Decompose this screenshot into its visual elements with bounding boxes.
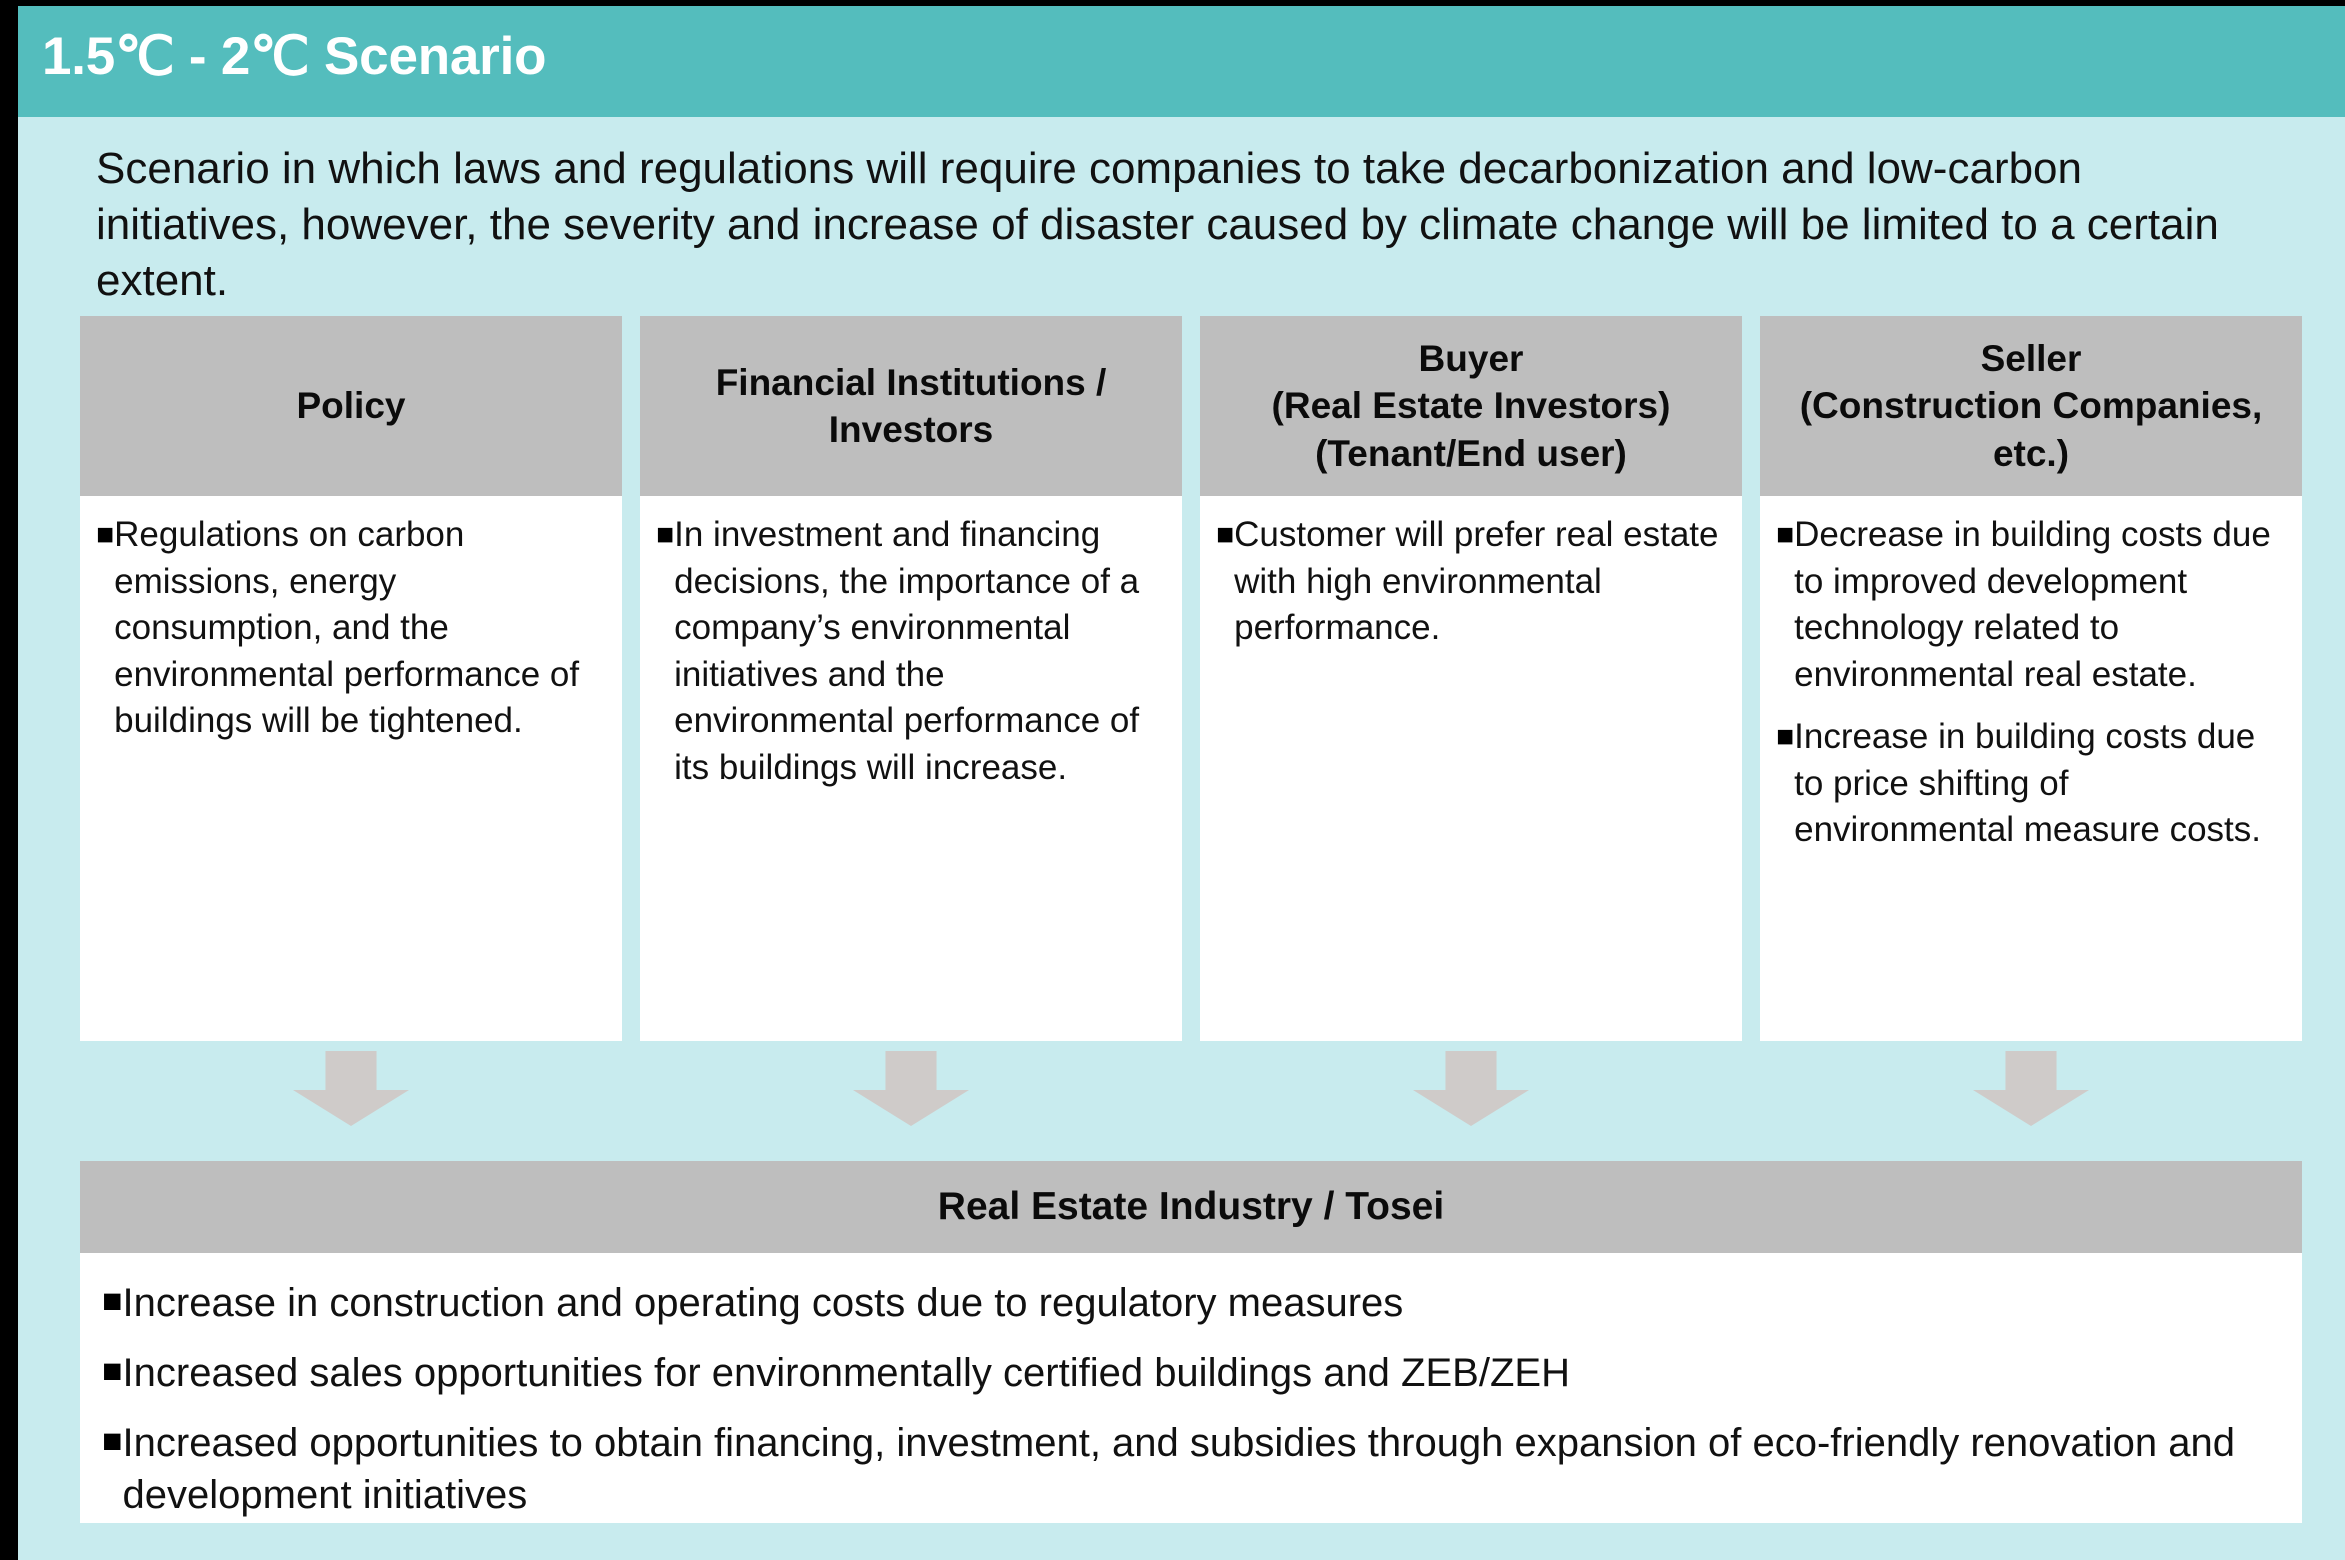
square-bullet-icon: ■ bbox=[656, 518, 675, 551]
column-header-seller: Seller (Construction Companies, etc.) bbox=[1760, 316, 2302, 496]
square-bullet-icon: ■ bbox=[1776, 720, 1795, 754]
list-item-text: Increase in building costs due to price … bbox=[1794, 717, 2262, 850]
summary-panel-header: Real Estate Industry / Tosei bbox=[80, 1161, 2302, 1253]
flow-arrows bbox=[80, 1051, 2302, 1126]
column-header-financial-institutions: Financial Institutions / Investors bbox=[640, 316, 1182, 496]
list-item-text: Customer will prefer real estate with hi… bbox=[1234, 515, 1719, 648]
slide-canvas: 1.5℃ - 2℃ Scenario Scenario in which law… bbox=[18, 6, 2345, 1560]
column-body-financial-institutions: ■ In investment and financing decisions,… bbox=[640, 496, 1182, 1041]
square-bullet-icon: ■ bbox=[102, 1282, 123, 1320]
list-item: ■ Regulations on carbon emissions, energ… bbox=[96, 512, 608, 745]
list-item: ■ Increased sales opportunities for envi… bbox=[102, 1347, 2272, 1399]
square-bullet-icon: ■ bbox=[1776, 518, 1795, 551]
list-item-text: Decrease in building costs due to improv… bbox=[1794, 515, 2271, 694]
list-item-text: Increase in construction and operating c… bbox=[122, 1281, 1404, 1325]
arrow-cell-financial-institutions bbox=[640, 1051, 1182, 1126]
list-item-text: Increased sales opportunities for enviro… bbox=[122, 1351, 1570, 1395]
arrow-down-icon bbox=[1973, 1051, 2089, 1126]
stakeholder-columns: Policy ■ Regulations on carbon emissions… bbox=[80, 316, 2302, 1041]
list-item-text: Regulations on carbon emissions, energy … bbox=[114, 515, 580, 741]
page-title: 1.5℃ - 2℃ Scenario bbox=[42, 27, 547, 86]
list-item: ■ Increased opportunities to obtain fina… bbox=[102, 1417, 2272, 1521]
list-item: ■ Decrease in building costs due to impr… bbox=[1776, 512, 2288, 698]
arrow-down-icon bbox=[1413, 1051, 1529, 1126]
square-bullet-icon: ■ bbox=[96, 518, 115, 551]
column-financial-institutions: Financial Institutions / Investors ■ In … bbox=[640, 316, 1182, 1041]
arrow-cell-seller bbox=[1760, 1051, 2302, 1126]
column-header-policy: Policy bbox=[80, 316, 622, 496]
arrow-down-icon bbox=[293, 1051, 409, 1126]
column-body-seller: ■ Decrease in building costs due to impr… bbox=[1760, 496, 2302, 1041]
arrow-down-icon bbox=[853, 1051, 969, 1126]
summary-panel-body: ■ Increase in construction and operating… bbox=[80, 1253, 2302, 1523]
square-bullet-icon: ■ bbox=[102, 1422, 123, 1460]
column-seller: Seller (Construction Companies, etc.) ■ … bbox=[1760, 316, 2302, 1041]
list-item: ■ Customer will prefer real estate with … bbox=[1216, 512, 1728, 652]
list-item-text: Increased opportunities to obtain financ… bbox=[122, 1421, 2236, 1517]
column-body-buyer: ■ Customer will prefer real estate with … bbox=[1200, 496, 1742, 1041]
header-band: 1.5℃ - 2℃ Scenario bbox=[18, 6, 2345, 117]
column-buyer: Buyer (Real Estate Investors) (Tenant/En… bbox=[1200, 316, 1742, 1041]
list-item: ■ Increase in building costs due to pric… bbox=[1776, 714, 2288, 854]
arrow-cell-policy bbox=[80, 1051, 622, 1126]
square-bullet-icon: ■ bbox=[102, 1352, 123, 1390]
arrow-cell-buyer bbox=[1200, 1051, 1742, 1126]
column-header-buyer: Buyer (Real Estate Investors) (Tenant/En… bbox=[1200, 316, 1742, 496]
intro-paragraph: Scenario in which laws and regulations w… bbox=[96, 144, 2219, 305]
square-bullet-icon: ■ bbox=[1216, 518, 1235, 551]
list-item-text: In investment and financing decisions, t… bbox=[674, 515, 1140, 787]
column-body-policy: ■ Regulations on carbon emissions, energ… bbox=[80, 496, 622, 1041]
list-item: ■ Increase in construction and operating… bbox=[102, 1277, 2272, 1329]
column-policy: Policy ■ Regulations on carbon emissions… bbox=[80, 316, 622, 1041]
list-item: ■ In investment and financing decisions,… bbox=[656, 512, 1168, 791]
